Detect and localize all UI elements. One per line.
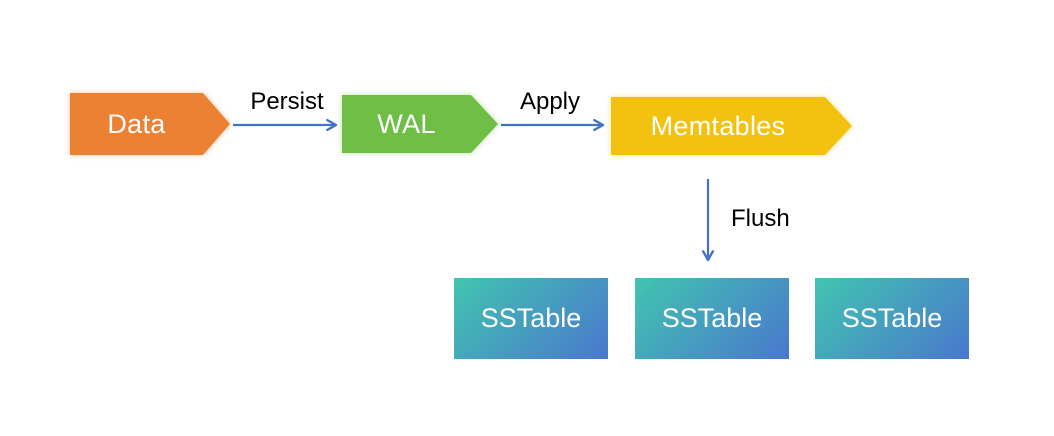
flush-edge-label: Flush <box>731 205 790 232</box>
sstable-node-1-label: SSTable <box>480 303 582 333</box>
sstable-node-3-label: SSTable <box>841 303 943 333</box>
sstable-node-2: SSTable <box>635 278 789 359</box>
memtables-node: Memtables <box>611 97 852 155</box>
sstable-node-2-label: SSTable <box>661 303 763 333</box>
apply-edge-label: Apply <box>519 88 581 115</box>
memtables-node-label: Memtables <box>650 110 786 141</box>
data-node-label: Data <box>107 108 166 139</box>
persist-edge-label: Persist <box>250 88 324 115</box>
wal-node-label: WAL <box>377 108 436 139</box>
sstable-node-1: SSTable <box>454 278 608 359</box>
data-node: Data <box>70 93 230 155</box>
sstable-node-3: SSTable <box>815 278 969 359</box>
wal-node: WAL <box>342 95 498 153</box>
